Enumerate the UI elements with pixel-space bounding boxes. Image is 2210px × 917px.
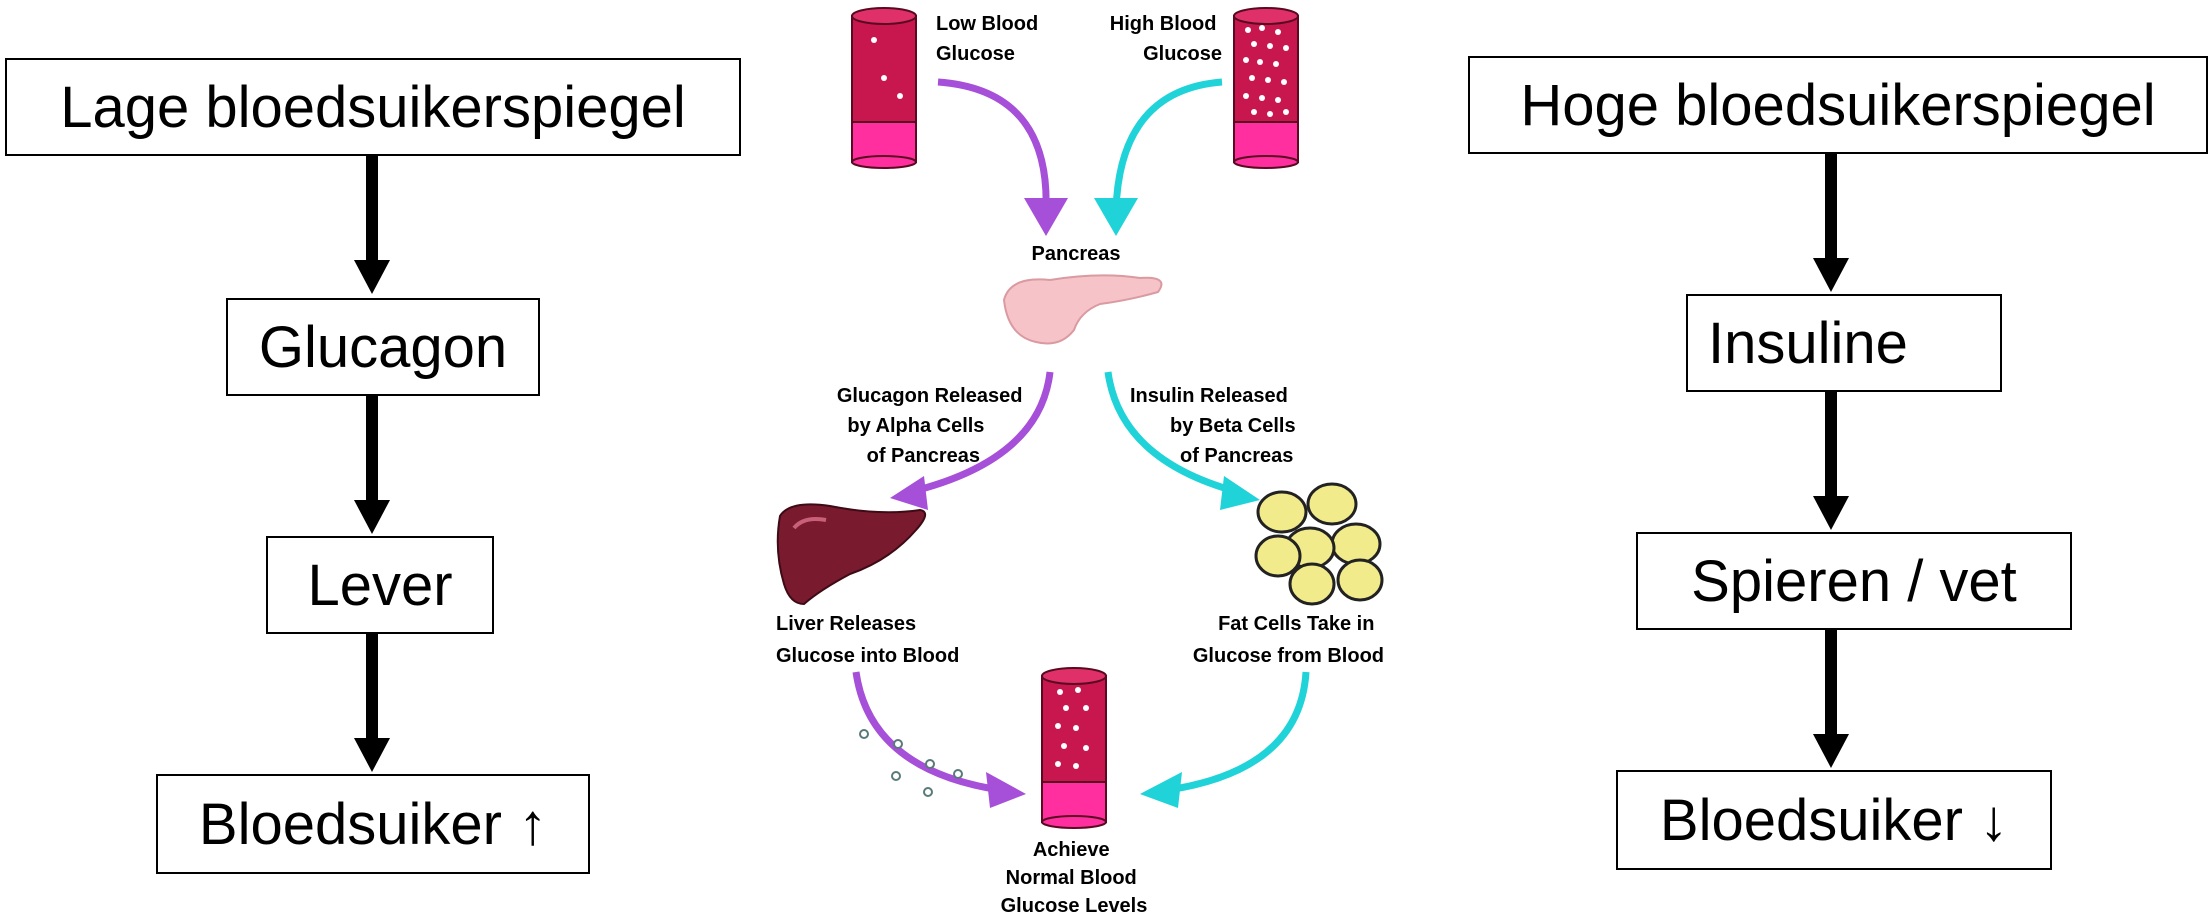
glucagon-box: Glucagon — [226, 298, 540, 396]
blood-sugar-down-box: Bloedsuiker ↓ — [1616, 770, 2052, 870]
liver-releases-label: Liver Releases Glucose into Blood — [776, 613, 959, 667]
high-blood-sugar-label: Hoge bloedsuikerspiegel — [1520, 72, 2155, 139]
blood-sugar-down-label: Bloedsuiker ↓ — [1660, 787, 2008, 854]
fat-to-normal-arrow — [1168, 672, 1306, 790]
blood-sugar-up-label: Bloedsuiker ↑ — [199, 791, 547, 858]
low-blood-sugar-box: Lage bloedsuikerspiegel — [5, 58, 741, 156]
high-blood-glucose-label: High Blood Glucose — [1110, 13, 1222, 65]
liver-box: Lever — [266, 536, 494, 634]
low-to-pancreas-arrow — [938, 82, 1046, 210]
liver-to-normal-arrowhead — [986, 772, 1026, 808]
muscle-fat-label: Spieren / vet — [1691, 548, 2017, 615]
low-blood-glucose-label: Low Blood Glucose — [936, 13, 1044, 65]
normal-glucose-vessel-icon — [1042, 668, 1106, 828]
high-to-pancreas-arrowhead — [1094, 198, 1138, 236]
pancreas-icon — [1004, 275, 1161, 343]
liver-to-normal-arrow — [856, 672, 1000, 790]
right-arrow-3 — [1811, 630, 1851, 770]
high-blood-sugar-box: Hoge bloedsuikerspiegel — [1468, 56, 2208, 154]
liver-label: Lever — [307, 552, 452, 619]
high-to-pancreas-arrow — [1116, 82, 1222, 210]
muscle-fat-box: Spieren / vet — [1636, 532, 2072, 630]
insulin-box: Insuline — [1686, 294, 2002, 392]
glucagon-label: Glucagon — [259, 314, 507, 381]
fat-cells-icon — [1256, 484, 1382, 604]
left-arrow-1 — [352, 156, 392, 296]
pancreas-label: Pancreas — [1032, 243, 1121, 265]
low-to-pancreas-arrowhead — [1024, 198, 1068, 236]
fat-to-normal-arrowhead — [1140, 772, 1182, 808]
glucagon-to-liver-arrowhead — [890, 476, 928, 510]
liver-icon — [778, 504, 925, 604]
right-arrow-1 — [1811, 154, 1851, 294]
right-arrow-2 — [1811, 392, 1851, 532]
low-blood-sugar-label: Lage bloedsuikerspiegel — [60, 74, 686, 141]
low-glucose-vessel-icon — [852, 8, 916, 168]
insulin-to-fat-arrowhead — [1220, 476, 1260, 510]
left-arrow-2 — [352, 396, 392, 536]
fat-cells-label: Fat Cells Take in Glucose from Blood — [1193, 613, 1384, 667]
achieve-normal-label: Achieve Normal Blood Glucose Levels — [1001, 839, 1148, 917]
high-glucose-vessel-icon — [1234, 8, 1298, 168]
blood-sugar-up-box: Bloedsuiker ↑ — [156, 774, 590, 874]
glucose-regulation-diagram: Low Blood Glucose High Blood Glucose Pan… — [760, 0, 1420, 917]
left-arrow-3 — [352, 634, 392, 774]
insulin-label: Insuline — [1708, 310, 1908, 377]
